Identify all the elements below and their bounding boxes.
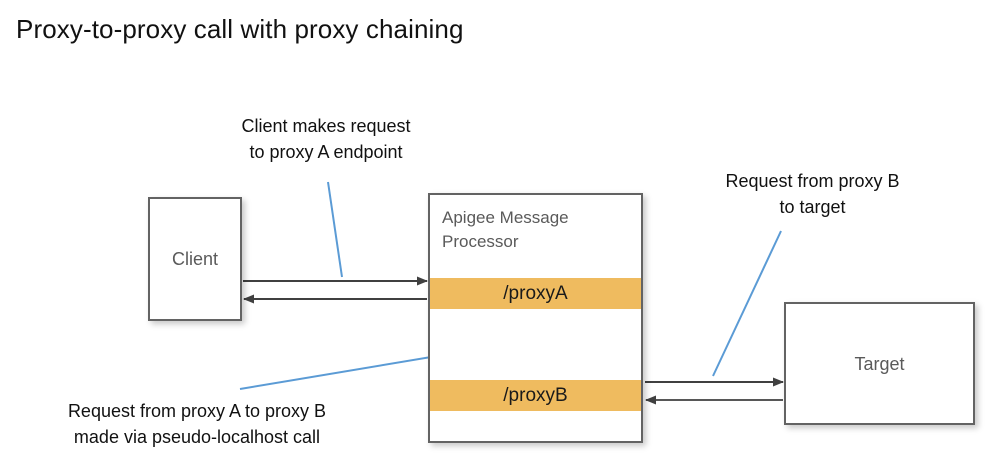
target-label: Target (854, 354, 905, 374)
message-processor-node[interactable]: Apigee Message Processor /proxyA /proxyB (428, 193, 643, 443)
message-processor-label: Apigee Message Processor (442, 206, 632, 254)
annotation-target-request: Request from proxy B to target (665, 168, 960, 220)
annotation-target-request-line2: to target (779, 197, 846, 217)
annotation-client-request: Client makes request to proxy A endpoint (215, 113, 437, 165)
annotation-target-request-line1: Request from proxy B (725, 171, 900, 191)
client-label: Client (171, 249, 219, 269)
leader-line-target-request (712, 230, 782, 377)
proxy-a-band[interactable]: /proxyA (430, 278, 641, 309)
client-node[interactable]: Client (148, 197, 242, 321)
annotation-client-request-line2: to proxy A endpoint (249, 142, 403, 162)
annotation-chaining-request-line1: Request from proxy A to proxy B (67, 401, 327, 421)
target-node[interactable]: Target (784, 302, 975, 425)
message-processor-label-line1: Apigee Message (442, 208, 569, 227)
annotation-chaining-request-line2: made via pseudo-localhost call (73, 427, 321, 447)
message-processor-label-line2: Processor (442, 232, 519, 251)
annotation-chaining-request: Request from proxy A to proxy B made via… (16, 398, 378, 450)
proxy-b-band[interactable]: /proxyB (430, 380, 641, 411)
annotation-client-request-line1: Client makes request (241, 116, 411, 136)
page-title: Proxy-to-proxy call with proxy chaining (16, 14, 464, 44)
leader-line-client-request (327, 181, 343, 278)
